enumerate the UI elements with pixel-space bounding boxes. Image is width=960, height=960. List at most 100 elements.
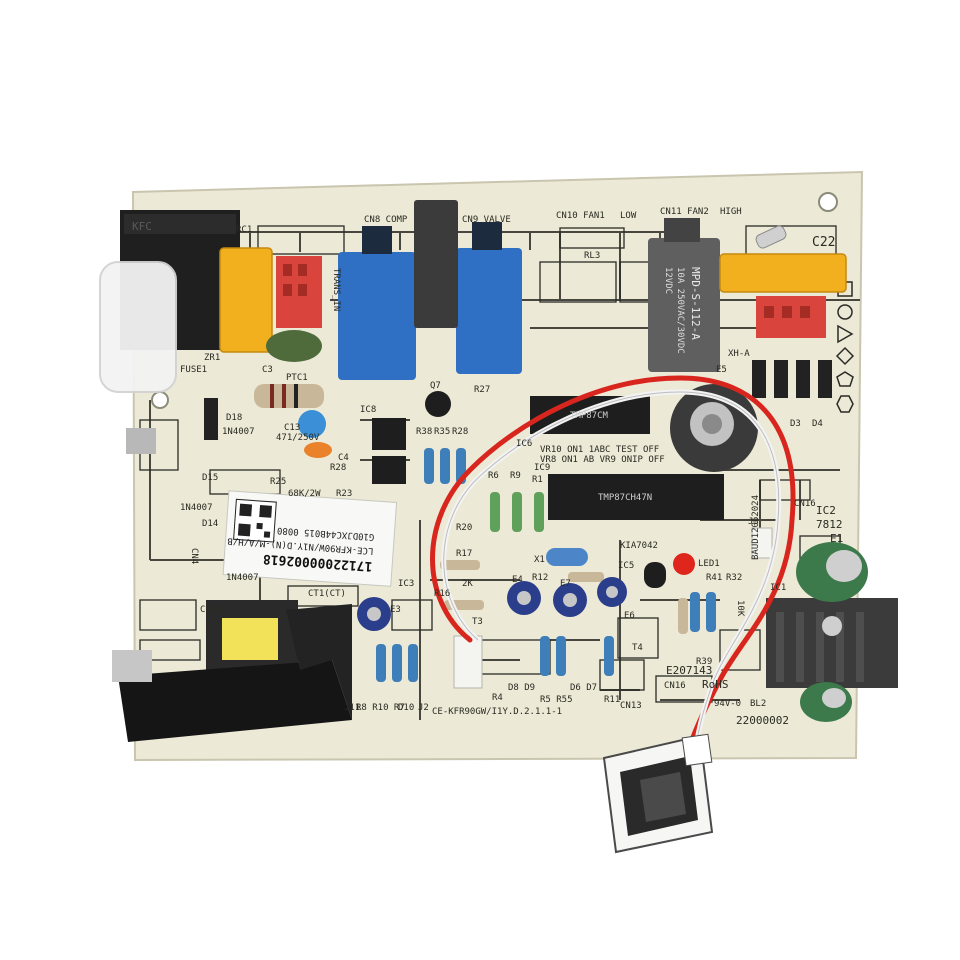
label-r27: R27 — [474, 385, 490, 395]
label-d15: D15 — [202, 473, 218, 483]
label-ct: CT1(CT) — [308, 589, 346, 599]
label-kia: KIA7042 — [620, 541, 658, 551]
varistor — [266, 330, 322, 362]
label-r11: R11 — [604, 695, 620, 705]
label-r23: R23 — [336, 489, 352, 499]
label-r28a: R28 — [330, 463, 346, 473]
label-c3: C3 — [262, 365, 273, 375]
transistor-black — [644, 562, 666, 588]
mount-hole-right — [818, 192, 838, 212]
relay-valve — [456, 222, 522, 374]
label-j3: J3 — [748, 517, 759, 527]
label-d10: D10 — [398, 703, 414, 713]
transistor-q7 — [425, 391, 451, 417]
white-connector-cn — [453, 635, 483, 689]
label-cn13: CN13 — [620, 701, 642, 711]
relay-fan — [648, 218, 720, 372]
label-ptc1: PTC1 — [286, 373, 308, 383]
label-cn10-low: LOW — [620, 211, 637, 221]
label-t3: T3 — [472, 617, 483, 627]
label-trans-in: TRANS_IN — [331, 268, 341, 311]
label-ic2: IC2 — [816, 504, 836, 517]
spade-terminal-1 — [126, 428, 156, 454]
label-r25: R25 — [270, 477, 286, 487]
relay-comp — [338, 226, 416, 380]
black-housing — [118, 604, 352, 742]
red-connector-top — [276, 256, 322, 328]
label-1n4007-b: 1N4007 — [180, 503, 213, 513]
label-2k: 2K — [462, 579, 473, 589]
green-capacitor-top — [796, 542, 868, 602]
heatsink — [766, 598, 898, 688]
label-r1: R1 — [532, 475, 543, 485]
label-ic8: IC8 — [360, 405, 376, 415]
diode-array — [752, 360, 832, 398]
label-r25-val: 68K/2W — [288, 489, 321, 499]
label-ic3: IC3 — [398, 579, 414, 589]
relay-coil: 12VDC — [663, 267, 673, 294]
label-e1: E1 — [830, 532, 843, 545]
label-rohs: RoHS — [702, 678, 729, 691]
label-fuse1: FUSE1 — [180, 365, 207, 375]
label-r39: R39 — [696, 657, 712, 667]
label-cn4: CN4 — [189, 548, 199, 564]
label-ic5: IC5 — [618, 561, 634, 571]
label-rc1: RC1 — [236, 225, 252, 235]
label-cn16: CN16 — [794, 499, 816, 509]
label-x1: X1 — [534, 555, 545, 565]
diode-d18 — [204, 398, 218, 440]
heatsink-screw — [822, 616, 842, 636]
ceramic-cap-blue — [298, 410, 326, 438]
label-cn9: CN9 VALVE — [462, 215, 511, 225]
ic-optocoupler-2 — [372, 456, 406, 484]
label-rl3: RL3 — [584, 251, 600, 261]
label-94v0: 94V-0 — [714, 699, 741, 709]
relay-model: MPD-S-112-A — [689, 267, 702, 340]
label-r17: R17 — [456, 549, 472, 559]
label-j2: J2 — [418, 703, 429, 713]
green-capacitor-bottom — [800, 682, 852, 722]
resistors-mid — [376, 448, 716, 682]
label-r20: R20 — [456, 523, 472, 533]
label-r41: R41 — [706, 573, 722, 583]
power-resistor — [254, 384, 324, 408]
label-cn17: CN17 — [200, 605, 222, 615]
small-electrolytic-caps — [357, 577, 627, 631]
label-d6: D6 D7 — [570, 683, 597, 693]
label-e5: E5 — [716, 365, 727, 375]
label-r28: R28 — [452, 427, 468, 437]
label-ic6: IC6 — [516, 439, 532, 449]
silkscreen-text: CN8 COMP CN9 VALVE CN10 FAN1 LOW CN11 FA… — [180, 207, 843, 727]
label-r6: R6 — [488, 471, 499, 481]
x2-capacitor-left — [219, 247, 273, 353]
label-j11: J11 — [344, 703, 360, 713]
label-c13-rating: 471/250V — [276, 433, 320, 443]
small-transformer — [206, 600, 298, 676]
label-e7: E7 — [560, 579, 571, 589]
led-indicator — [673, 553, 695, 575]
ceramic-cap-orange — [304, 442, 332, 458]
label-led1: LED1 — [698, 559, 720, 569]
label-e6: E6 — [624, 611, 635, 621]
label-r8: R8 R10 R7 — [356, 703, 405, 713]
mcu-marking: TMP87CH47N — [598, 493, 652, 503]
label-1n4007-a: 1N4007 — [222, 427, 255, 437]
x2-capacitor-right — [719, 253, 847, 293]
label-r35: R35 — [434, 427, 450, 437]
label-r38: R38 — [416, 427, 432, 437]
label-baud: BAUD12062024 — [751, 495, 761, 560]
ic-top-marking: TMP87CM — [570, 411, 609, 421]
microcontroller — [548, 474, 724, 520]
glass-fuse — [755, 225, 787, 249]
red-connector-right — [756, 296, 826, 338]
label-t4: T4 — [632, 643, 643, 653]
plastic-shield — [99, 261, 177, 393]
label-q7: Q7 — [430, 381, 441, 391]
pin-markers-right — [835, 281, 855, 413]
label-cn10: CN10 FAN1 — [556, 211, 605, 221]
ic-optocoupler-1 — [372, 418, 406, 450]
label-cn11: CN11 FAN2 — [660, 207, 709, 217]
label-r4: R4 — [492, 693, 503, 703]
label-dip1: VR10 ON1 1ABC TEST OFF — [540, 445, 659, 455]
label-bl2: BL2 — [750, 699, 766, 709]
